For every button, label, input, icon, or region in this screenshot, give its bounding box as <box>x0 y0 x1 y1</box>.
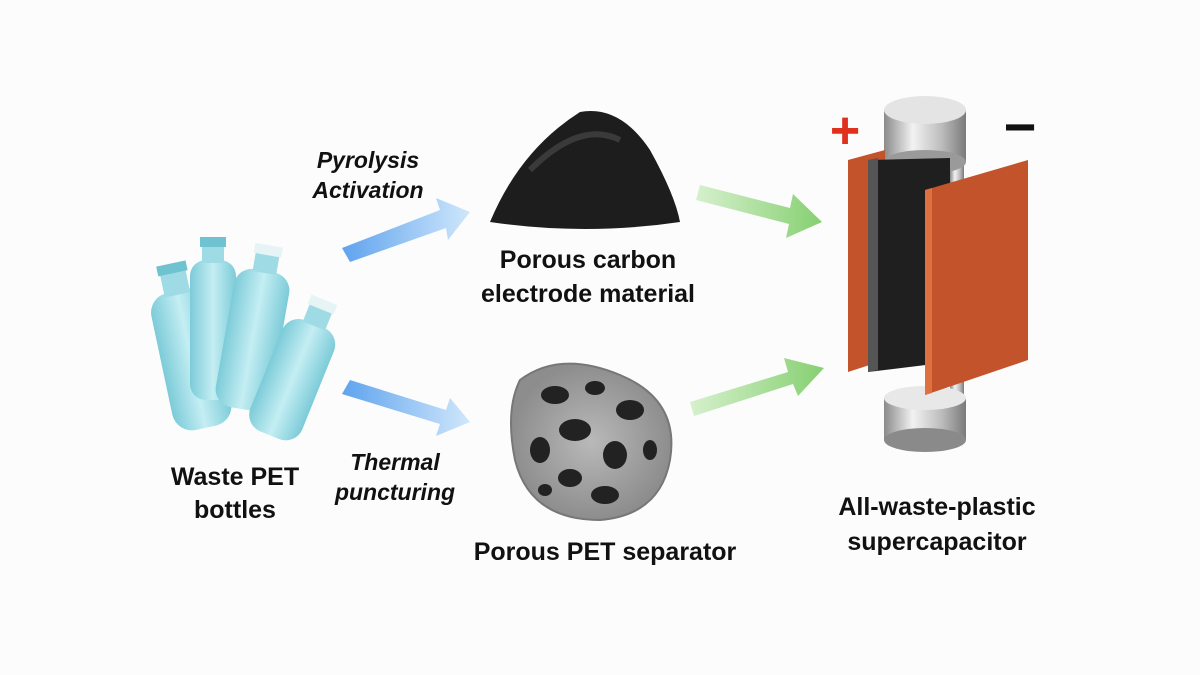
carbon-label-line2: electrode material <box>481 280 695 308</box>
arrow-to-separator <box>342 380 470 436</box>
separator-label: Porous PET separator <box>474 538 737 566</box>
negative-terminal-sign: − <box>1004 95 1037 158</box>
arrow-to-carbon <box>342 198 470 262</box>
bottles-label-line1: Waste PET <box>171 463 299 491</box>
supercapacitor-illustration <box>848 96 1028 452</box>
activation-label: Activation <box>311 177 423 203</box>
arrow-carbon-to-capacitor <box>696 185 822 238</box>
positive-terminal-sign: + <box>830 102 860 160</box>
puncturing-label: puncturing <box>334 479 455 505</box>
porous-separator-illustration <box>510 362 673 522</box>
bottles-label-line2: bottles <box>194 496 276 524</box>
capacitor-label-line2: supercapacitor <box>847 528 1027 556</box>
capacitor-label-line1: All-waste-plastic <box>838 493 1035 521</box>
carbon-pile-illustration <box>490 111 680 229</box>
carbon-label-line1: Porous carbon <box>500 246 676 274</box>
arrow-separator-to-capacitor <box>690 358 824 416</box>
pet-bottles-illustration <box>151 237 338 441</box>
pyrolysis-label: Pyrolysis <box>317 147 419 173</box>
thermal-label: Thermal <box>350 449 440 475</box>
